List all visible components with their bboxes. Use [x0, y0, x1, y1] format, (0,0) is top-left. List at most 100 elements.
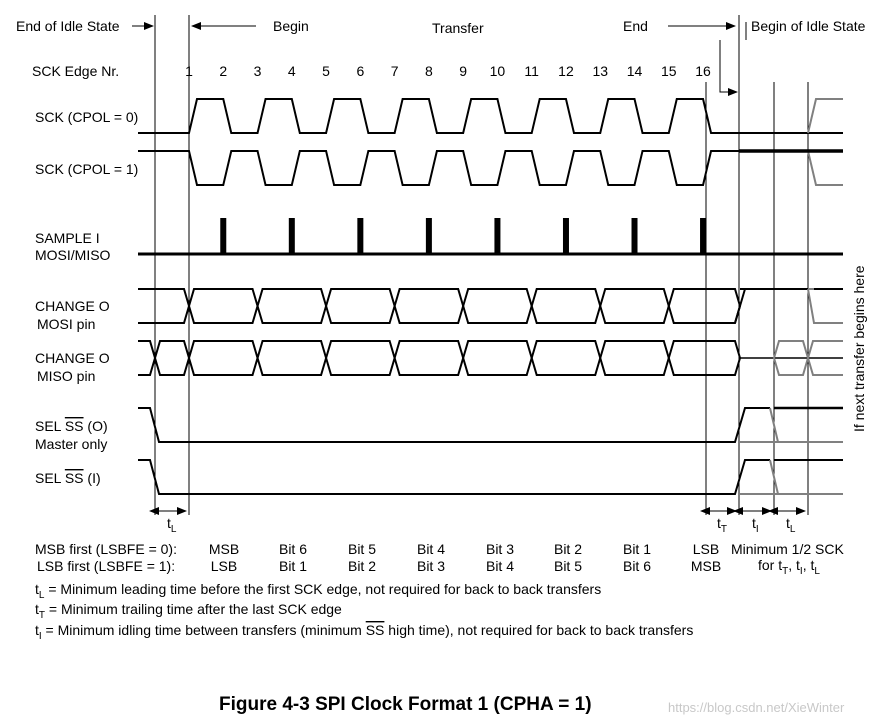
msb-bit-label: Bit 1 — [623, 541, 651, 557]
sck-cpol1-label: SCK (CPOL = 1) — [35, 161, 138, 177]
mosi-bit — [462, 288, 533, 324]
miso-label-2: MISO pin — [37, 368, 95, 384]
legend-tl: tL = Minimum leading time before the fir… — [35, 581, 601, 601]
ss-i-next — [740, 459, 843, 495]
miso-bit — [325, 340, 396, 376]
edge-number: 6 — [356, 63, 364, 79]
miso-bit — [256, 340, 328, 376]
lsb-bit-label: Bit 6 — [623, 558, 651, 574]
tt-label: tT — [717, 515, 727, 535]
edge-number: 11 — [524, 63, 539, 79]
legend-ti: tI = Minimum idling time between transfe… — [35, 622, 693, 642]
watermark: https://blog.csdn.net/XieWinter — [668, 700, 845, 715]
edge16-arrow — [719, 40, 738, 96]
sample-pulse — [700, 218, 707, 254]
end-idle-label: End of Idle State — [16, 18, 120, 34]
miso-next2 — [807, 340, 843, 376]
sck-cpol0-wave-next — [807, 98, 843, 134]
mosi-bit — [187, 288, 259, 324]
lsb-bit-label: Bit 1 — [279, 558, 307, 574]
figure-caption: Figure 4-3 SPI Clock Format 1 (CPHA = 1) — [219, 694, 592, 715]
sample-label-2: MOSI/MISO — [35, 247, 111, 263]
sample-pulse — [288, 218, 295, 254]
msb-bit-label: LSB — [693, 541, 719, 557]
edge-number: 7 — [391, 63, 399, 79]
edge-number: 3 — [254, 63, 262, 79]
mosi-label-2: MOSI pin — [37, 316, 95, 332]
edge-number: 10 — [490, 63, 506, 79]
msb-bit-label: Bit 2 — [554, 541, 582, 557]
msb-bit-label: Bit 6 — [279, 541, 307, 557]
sck-cpol1-wave — [138, 150, 843, 186]
miso-lead — [138, 340, 156, 376]
msb-bit-label: Bit 3 — [486, 541, 514, 557]
mosi-bit — [599, 288, 670, 324]
msb-bit-label: Bit 4 — [417, 541, 445, 557]
sample-pulse — [562, 218, 569, 254]
mosi-bit — [393, 288, 465, 324]
miso-bit — [599, 340, 670, 376]
lsb-bit-label: Bit 3 — [417, 558, 445, 574]
mosi-bit — [256, 288, 328, 324]
miso-bit — [530, 340, 602, 376]
edge-label: SCK Edge Nr. — [32, 63, 119, 79]
transfer-label: Transfer — [432, 20, 484, 36]
edge-number: 8 — [425, 63, 433, 79]
sel-ss-i-label: SEL SS (I) — [35, 470, 101, 486]
begin-label: Begin — [273, 18, 309, 34]
min-half-sck: Minimum 1/2 SCK — [731, 541, 844, 557]
mosi-bit — [530, 288, 602, 324]
mosi-lead — [138, 288, 190, 324]
miso-bit — [187, 340, 259, 376]
min-for-label: for tT, tI, tL — [758, 557, 820, 577]
sample-pulse — [220, 218, 227, 254]
ti-label: tI — [752, 515, 759, 535]
sck-cpol0-label: SCK (CPOL = 0) — [35, 109, 138, 125]
mosi-next — [807, 288, 843, 324]
sck-cpol1-wave-next — [807, 150, 843, 186]
sck-cpol0-wave — [138, 98, 843, 134]
side-note: If next transfer begins here — [851, 265, 867, 432]
miso-bit — [153, 340, 191, 376]
miso-bit — [667, 340, 742, 376]
edge-number: 13 — [592, 63, 608, 79]
mosi-label-1: CHANGE O — [35, 298, 110, 314]
lsb-bit-label: LSB — [211, 558, 237, 574]
edge-number: 15 — [661, 63, 677, 79]
edge-number: 9 — [459, 63, 467, 79]
sel-ss-o-label-2: Master only — [35, 436, 107, 452]
legend-tt: tT = Minimum trailing time after the las… — [35, 601, 342, 621]
miso-bit — [462, 340, 533, 376]
miso-label-1: CHANGE O — [35, 350, 110, 366]
ss-o-wave — [138, 407, 770, 443]
edge-number: 5 — [322, 63, 330, 79]
lsb-bit-label: Bit 5 — [554, 558, 582, 574]
mosi-bit — [667, 288, 742, 324]
msb-bit-label: MSB — [209, 541, 239, 557]
ss-i-wave — [138, 459, 770, 495]
miso-bit — [393, 340, 465, 376]
end-label: End — [623, 18, 648, 34]
edge-number: 2 — [219, 63, 227, 79]
begin-idle-label: Begin of Idle State — [751, 18, 866, 34]
sample-pulse — [357, 218, 364, 254]
edge-number: 16 — [695, 63, 711, 79]
edge-number: 14 — [627, 63, 643, 79]
ss-o-next — [740, 407, 843, 443]
lsb-bit-label: MSB — [691, 558, 721, 574]
msb-first-label: MSB first (LSBFE = 0): — [35, 541, 177, 557]
tl-label: tL — [167, 515, 177, 535]
sel-ss-o-label: SEL SS (O) — [35, 418, 108, 434]
mosi-bit — [325, 288, 396, 324]
edge-number: 4 — [288, 63, 296, 79]
mosi-idle-rise — [734, 288, 746, 324]
sample-pulse — [494, 218, 501, 254]
sample-pulse — [425, 218, 432, 254]
sample-label-1: SAMPLE I — [35, 230, 100, 246]
lsb-bit-label: Bit 2 — [348, 558, 376, 574]
tl2-label: tL — [786, 515, 796, 535]
sample-pulse — [631, 218, 638, 254]
lsb-first-label: LSB first (LSBFE = 1): — [37, 558, 175, 574]
edge-number: 12 — [558, 63, 574, 79]
